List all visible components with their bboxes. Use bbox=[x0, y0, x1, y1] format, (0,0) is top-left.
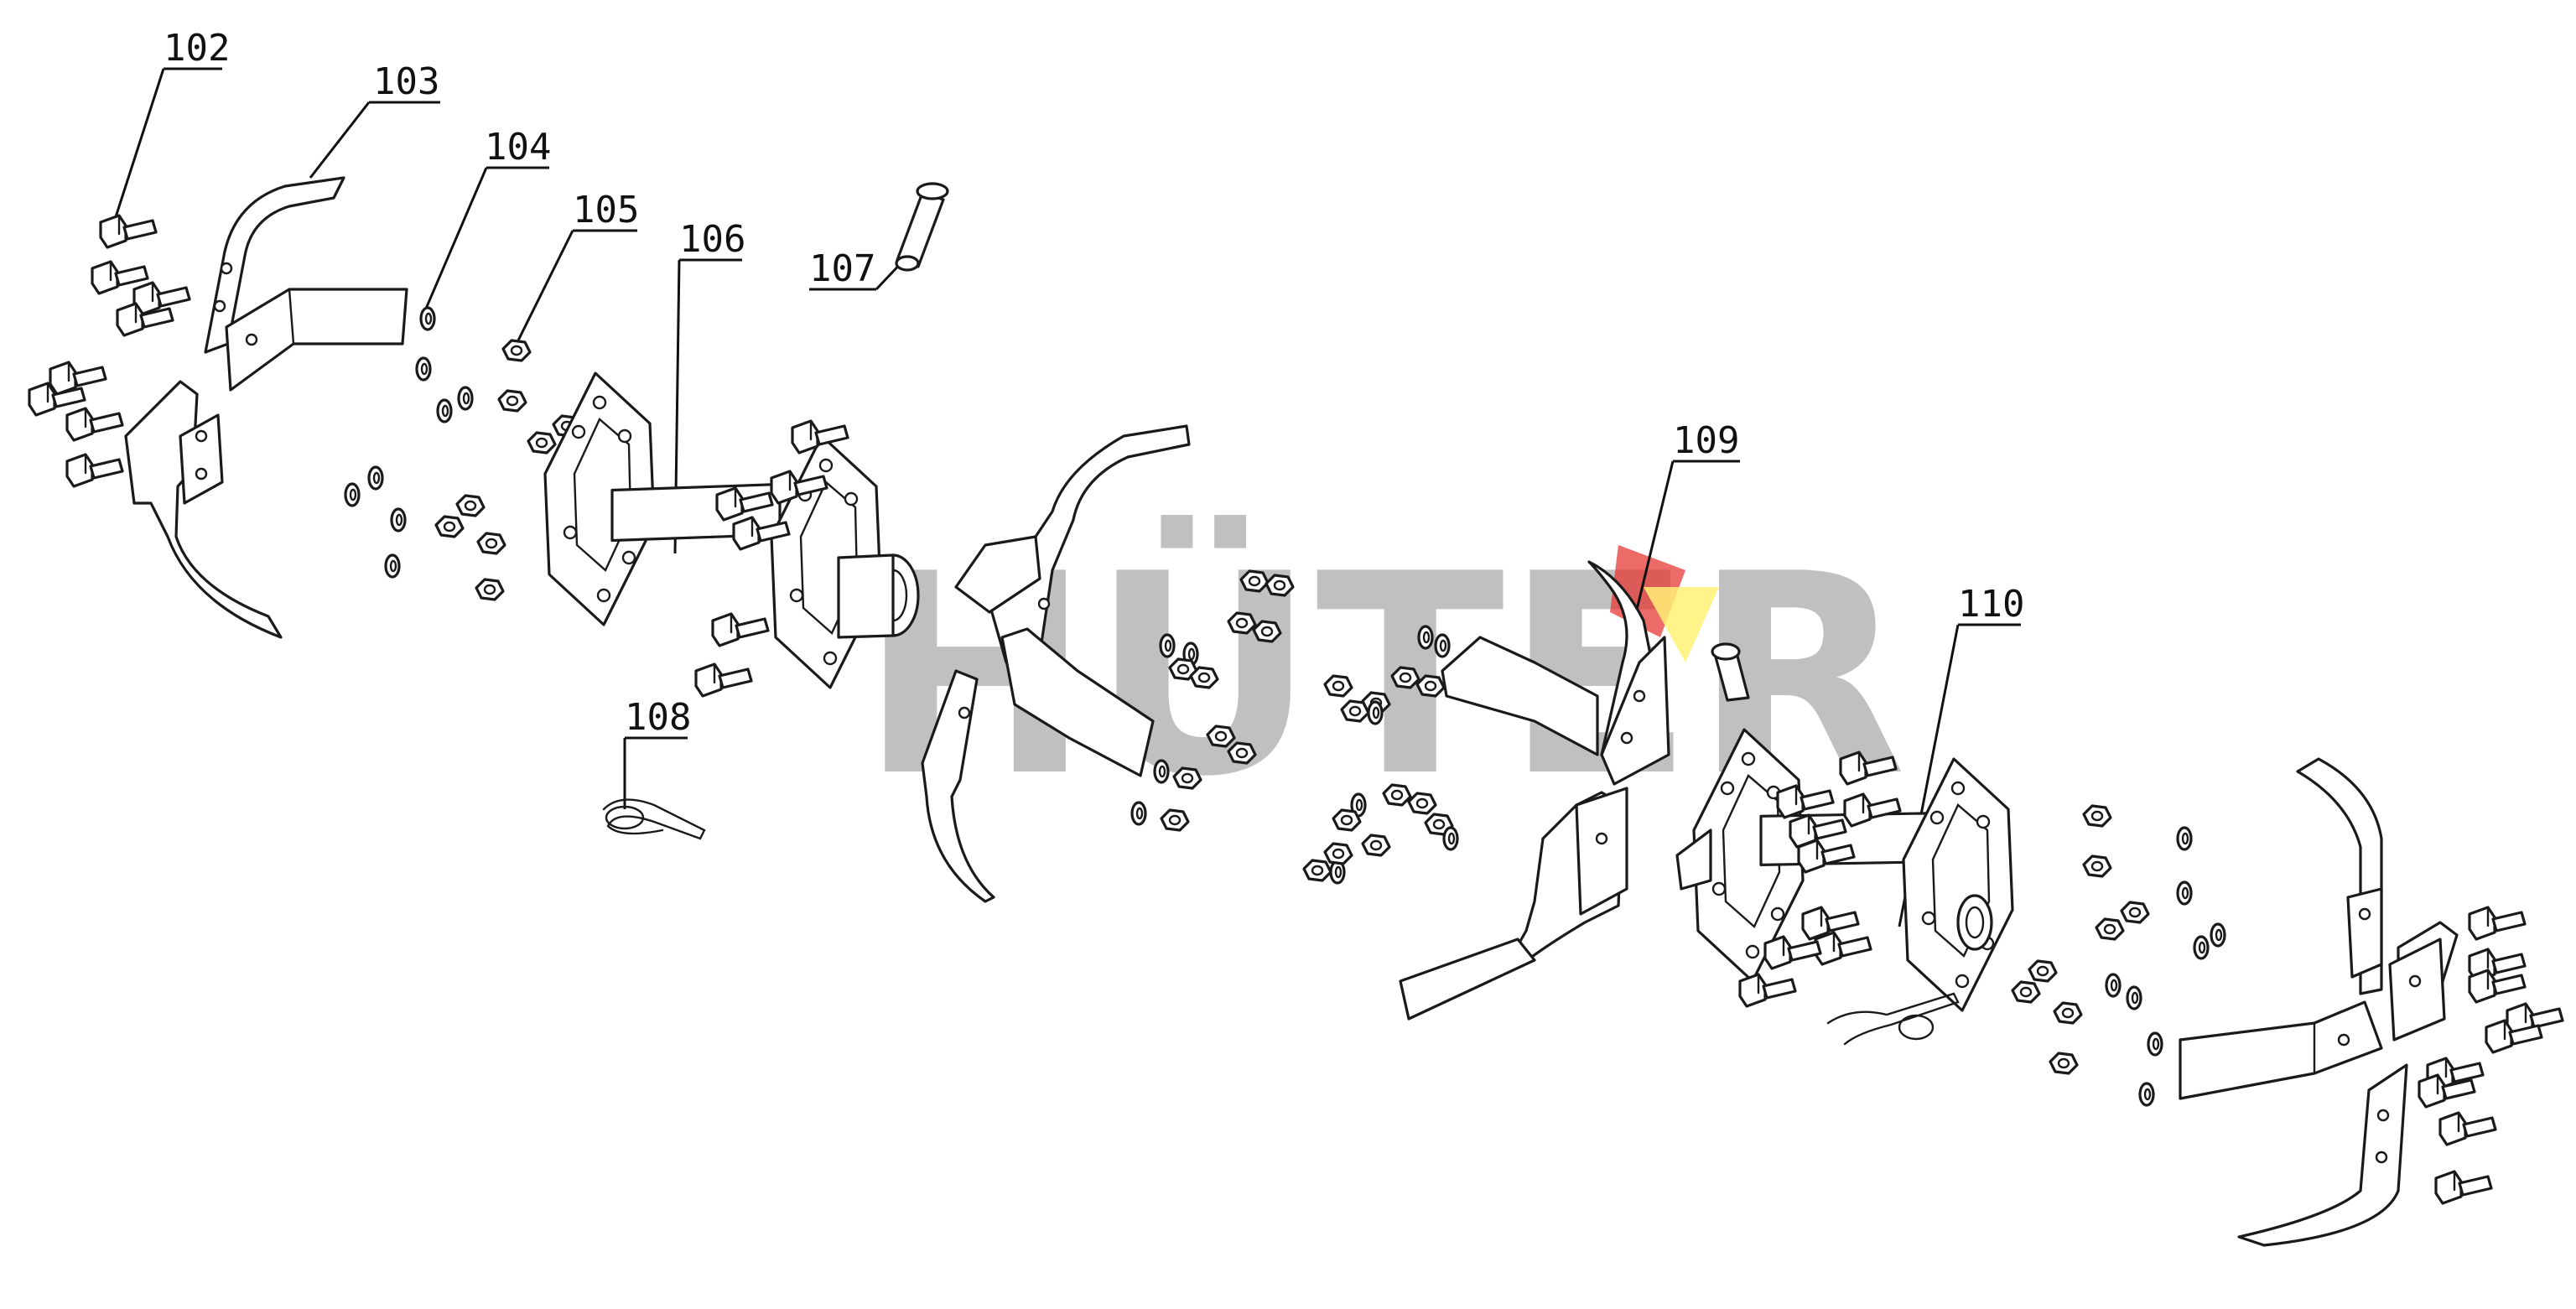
callout-102: 102 bbox=[164, 27, 230, 70]
callout-108: 108 bbox=[625, 696, 691, 739]
right-tine-assembly bbox=[2179, 757, 2459, 1247]
pin-107 bbox=[895, 182, 949, 272]
callout-103: 103 bbox=[373, 60, 439, 103]
left-tine-assembly bbox=[124, 176, 408, 639]
tine-blade-103-lower bbox=[124, 380, 283, 639]
pin-near-109 bbox=[1711, 642, 1750, 702]
callout-104: 104 bbox=[485, 126, 551, 169]
tine-assembly-109 bbox=[1399, 560, 1670, 1021]
watermark-yellow-accent bbox=[1644, 587, 1719, 662]
center-blade-lateral bbox=[1000, 627, 1155, 777]
callout-105: 105 bbox=[573, 189, 639, 231]
clip-108 bbox=[602, 798, 706, 840]
right-blade-lower bbox=[2237, 1063, 2408, 1247]
center-blade-lower bbox=[921, 669, 995, 903]
fastener-set-104-105-left bbox=[344, 306, 582, 601]
tine-blade-109-lateral bbox=[1441, 636, 1599, 756]
tine-blade-103-upper bbox=[204, 176, 345, 354]
center-left-tine-assembly bbox=[921, 424, 1191, 903]
callout-109: 109 bbox=[1673, 419, 1739, 462]
clip-near-110 bbox=[1826, 992, 1960, 1046]
callout-labels: 102 103 104 105 106 107 108 109 110 bbox=[164, 27, 2024, 739]
right-blade-lateral bbox=[2179, 1000, 2383, 1100]
callout-110: 110 bbox=[1958, 583, 2024, 626]
callout-106: 106 bbox=[679, 218, 745, 261]
callout-107: 107 bbox=[809, 247, 875, 290]
